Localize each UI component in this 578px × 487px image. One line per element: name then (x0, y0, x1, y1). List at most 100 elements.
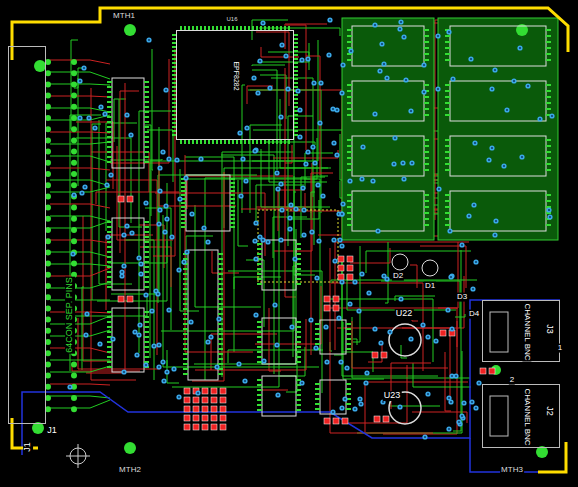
pcb-artwork (262, 240, 296, 290)
pcb-artwork (107, 226, 112, 228)
pcb-artwork (474, 142, 476, 144)
pcb-artwork (183, 261, 185, 263)
pcb-artwork (445, 53, 450, 55)
pcb-artwork (285, 24, 327, 49)
pcb-artwork (305, 149, 310, 154)
pcb-artwork (185, 157, 234, 289)
pcb-artwork (272, 302, 277, 307)
pcb-artwork (296, 321, 301, 323)
pcb-artwork (71, 149, 77, 155)
pcb-artwork (445, 224, 450, 226)
pcb-artwork (144, 96, 149, 98)
pcb-artwork (202, 388, 208, 394)
pcb-artwork (310, 319, 312, 321)
pcb-artwork (297, 90, 299, 92)
pcb-artwork (78, 318, 160, 369)
pcb-artwork (67, 384, 72, 389)
pcb-artwork (331, 140, 336, 145)
pcb-artwork (342, 396, 347, 401)
pcb-artwork (312, 160, 317, 165)
pcb-artwork (193, 397, 199, 403)
pcb-artwork (158, 344, 160, 346)
pcb-artwork (288, 169, 343, 211)
pcb-artwork (338, 265, 344, 271)
pcb-artwork (381, 281, 460, 328)
pcb-artwork (347, 194, 352, 196)
pcb-artwork (107, 121, 112, 123)
pcb-artwork (346, 328, 351, 330)
pcb-artwork (424, 35, 429, 37)
pcb-artwork (176, 159, 178, 161)
pcb-artwork (50, 268, 110, 276)
pcb-artwork (314, 162, 316, 164)
pcb-artwork (424, 218, 429, 220)
pcb-artwork (315, 408, 320, 410)
pcb-artwork (347, 157, 352, 159)
pcb-artwork (492, 67, 497, 72)
pcb-artwork (218, 363, 223, 365)
pcb-artwork (296, 394, 301, 396)
pcb-artwork (278, 181, 283, 186)
pcb-artwork (342, 418, 348, 424)
pcb-artwork (181, 259, 186, 264)
pcb-artwork (268, 140, 270, 144)
pcb-artwork (214, 364, 219, 369)
pcb-artwork (539, 118, 541, 120)
pcb-artwork (193, 415, 199, 421)
pcb-artwork (346, 333, 351, 335)
pcb-artwork (211, 415, 217, 421)
pcb-artwork (294, 82, 298, 84)
pcb-artwork (473, 405, 478, 410)
pcb-artwork (212, 251, 239, 273)
pcb-artwork (267, 85, 272, 90)
pcb-artwork (546, 163, 551, 165)
pcb-artwork (494, 69, 496, 71)
pcb-artwork (143, 362, 148, 367)
pcb-artwork (183, 363, 188, 365)
hole-label: MTH1 (112, 12, 136, 21)
pcb-artwork (333, 418, 339, 424)
pcb-artwork (45, 26, 551, 430)
pcb-artwork (319, 122, 321, 124)
pcb-artwork (315, 182, 320, 187)
pcb-artwork (422, 260, 438, 276)
pcb-artwork (50, 396, 110, 398)
pcb-artwork (155, 291, 160, 296)
pcb-artwork (397, 404, 402, 409)
pcb-artwork (427, 336, 429, 338)
pcb-artwork (172, 188, 279, 387)
pcb-artwork (435, 33, 440, 38)
pcb-artwork (257, 243, 262, 245)
pcb-artwork (100, 106, 102, 108)
pcb-artwork (350, 50, 352, 52)
pcb-artwork (551, 115, 553, 117)
pcb-artwork (144, 151, 149, 153)
pcb-artwork (110, 159, 162, 160)
pcb-artwork (546, 194, 551, 196)
pcb-artwork (50, 240, 110, 243)
pcb-artwork (285, 68, 296, 208)
pcb-artwork (265, 239, 270, 244)
pcb-artwork (347, 274, 353, 280)
pcb-artwork (244, 140, 246, 144)
pcb-artwork (144, 266, 149, 268)
pcb-artwork (294, 62, 298, 64)
pcb-artwork (181, 202, 186, 204)
pcb-artwork (546, 139, 551, 141)
pcb-artwork (50, 156, 110, 162)
pcb-artwork (287, 226, 292, 231)
pcb-artwork (286, 353, 297, 392)
pcb-artwork (383, 416, 389, 422)
pcb-artwork (546, 200, 551, 202)
pcb-artwork (193, 406, 199, 412)
pcb-artwork (166, 156, 171, 161)
pcb-artwork (486, 157, 491, 162)
pcb-artwork (424, 41, 429, 43)
pcb-artwork (107, 126, 112, 128)
pcb-artwork (352, 317, 470, 378)
pcb-artwork (463, 402, 465, 404)
pcb-artwork (324, 305, 330, 311)
pcb-artwork (216, 316, 221, 321)
pcb-artwork (363, 380, 368, 385)
pcb-artwork (315, 383, 320, 385)
